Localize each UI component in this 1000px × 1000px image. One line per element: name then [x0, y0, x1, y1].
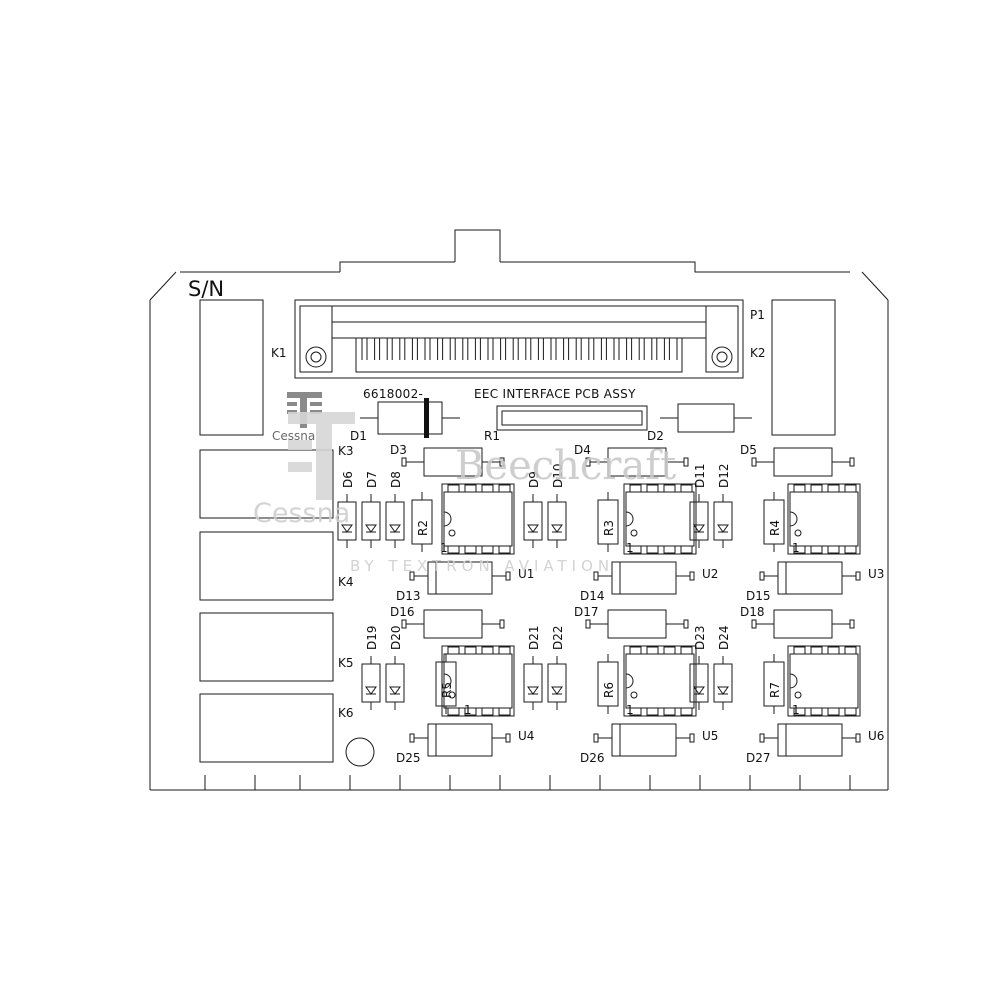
- pin-one-mark: 1: [792, 703, 800, 717]
- beechcraft-watermark: Beechcraft: [455, 443, 676, 489]
- diode-label: D5: [740, 443, 757, 457]
- board-outline: [149, 229, 889, 791]
- ic-label: U5: [702, 729, 718, 743]
- diode-label: D10: [551, 463, 565, 488]
- resistor-label: R4: [768, 520, 782, 536]
- pin-one-mark: 1: [792, 541, 800, 555]
- connector-label: P1: [750, 308, 765, 322]
- relay-label: K6: [338, 706, 354, 720]
- diode-label: D13: [396, 589, 421, 603]
- cessna-logo-icon: Cessna: [272, 392, 322, 443]
- diode-label: D11: [693, 463, 707, 488]
- textron-watermark: Cessna Beechcraft BY TEXTRON AVIATION: [253, 412, 676, 575]
- ic-label: U4: [518, 729, 534, 743]
- resistor-label: R6: [602, 682, 616, 698]
- resistor-label: R7: [768, 682, 782, 698]
- textron-tagline: BY TEXTRON AVIATION: [350, 557, 614, 575]
- diode-label: D1: [350, 429, 367, 443]
- relay-label: K3: [338, 444, 354, 458]
- resistor-r1: [496, 405, 648, 431]
- diode-label: D4: [574, 443, 591, 457]
- mounting-hole-left: [305, 346, 327, 368]
- diode-label: D6: [341, 471, 355, 488]
- diode-label: D15: [746, 589, 771, 603]
- test-point: [345, 737, 375, 767]
- diode-label: D3: [390, 443, 407, 457]
- relay-label: K4: [338, 575, 354, 589]
- diode-label: D2: [647, 429, 664, 443]
- pin-one-mark: 1: [464, 703, 472, 717]
- relay-k6: [199, 693, 334, 763]
- ic-label: U2: [702, 567, 718, 581]
- diode-label: D20: [389, 625, 403, 650]
- diode-label: D9: [527, 471, 541, 488]
- edge-ticks: [204, 775, 851, 790]
- relay-k5: [199, 612, 334, 682]
- connector-p1: [294, 299, 744, 379]
- relay-k3: [199, 449, 334, 519]
- diode-label: D7: [365, 471, 379, 488]
- relay-label: K2: [750, 346, 766, 360]
- diode-label: D19: [365, 625, 379, 650]
- ic-label: U1: [518, 567, 534, 581]
- diode-label: D23: [693, 625, 707, 650]
- diode-label: D22: [551, 625, 565, 650]
- diode-label: D17: [574, 605, 599, 619]
- diode-label: D14: [580, 589, 605, 603]
- mounting-hole-right: [711, 346, 733, 368]
- diode-label: D24: [717, 625, 731, 650]
- pin-one-mark: 1: [440, 541, 448, 555]
- part-number: 6618002-: [363, 387, 423, 401]
- resistor-label: R3: [602, 520, 616, 536]
- ic-label: U3: [868, 567, 884, 581]
- relay-label: K1: [271, 346, 287, 360]
- diode-label: D21: [527, 625, 541, 650]
- resistor-label: R1: [484, 429, 500, 443]
- assembly-title: EEC INTERFACE PCB ASSY: [474, 387, 636, 401]
- diode-d1: [360, 398, 460, 438]
- resistor-label: R2: [416, 520, 430, 536]
- diode-label: D12: [717, 463, 731, 488]
- cessna-watermark: Cessna: [253, 498, 350, 529]
- diode-label: D25: [396, 751, 421, 765]
- relay-left-top: [199, 299, 264, 436]
- diode-label: D16: [390, 605, 415, 619]
- diode-label: D8: [389, 471, 403, 488]
- cessna-logo-text: Cessna: [272, 429, 315, 443]
- ic-label: U6: [868, 729, 884, 743]
- diode-label: D26: [580, 751, 605, 765]
- relay-k4: [199, 531, 334, 601]
- diode-label: D27: [746, 751, 771, 765]
- connector-pins: [361, 338, 683, 360]
- diode-label: D18: [740, 605, 765, 619]
- relay-right-top: [771, 299, 836, 436]
- relay-label: K5: [338, 656, 354, 670]
- diode-d2: [660, 403, 752, 433]
- serial-number-label: S/N: [188, 277, 224, 301]
